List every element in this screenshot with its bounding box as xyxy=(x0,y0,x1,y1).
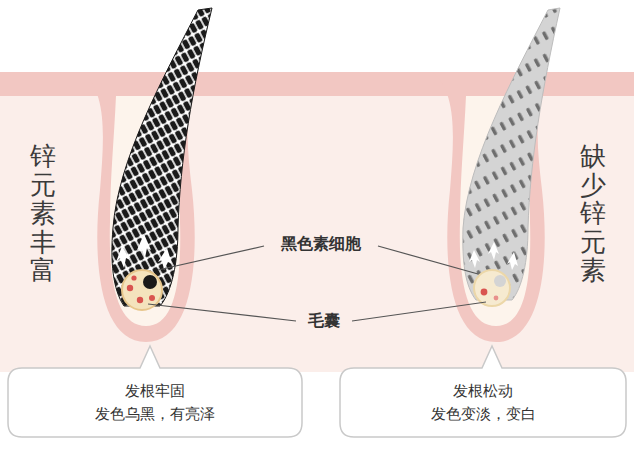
bubble-shape xyxy=(340,346,626,437)
right-follicle xyxy=(432,8,560,342)
part-label: 黑色素细胞 xyxy=(278,234,364,255)
callout-bubble: 发根松动发色变淡，变白 xyxy=(340,368,626,437)
bubble-outline xyxy=(340,368,626,437)
bubble-shape xyxy=(8,346,302,437)
leader-lines xyxy=(148,246,486,321)
bubble-heading: 发根牢固 xyxy=(18,380,292,403)
callout-bubble: 发根牢固发色乌黑，有亮泽 xyxy=(8,368,302,437)
bubble-body: 发色变淡，变白 xyxy=(350,403,616,426)
side-heading: 锌元素丰富 xyxy=(30,142,56,285)
bubble-heading: 发根松动 xyxy=(350,380,616,403)
left-follicle xyxy=(82,8,212,342)
side-heading: 缺少锌元素 xyxy=(580,142,606,285)
part-label: 毛囊 xyxy=(305,311,343,332)
bubble-body: 发色乌黑，有亮泽 xyxy=(18,403,292,426)
bubble-outline xyxy=(8,368,302,437)
